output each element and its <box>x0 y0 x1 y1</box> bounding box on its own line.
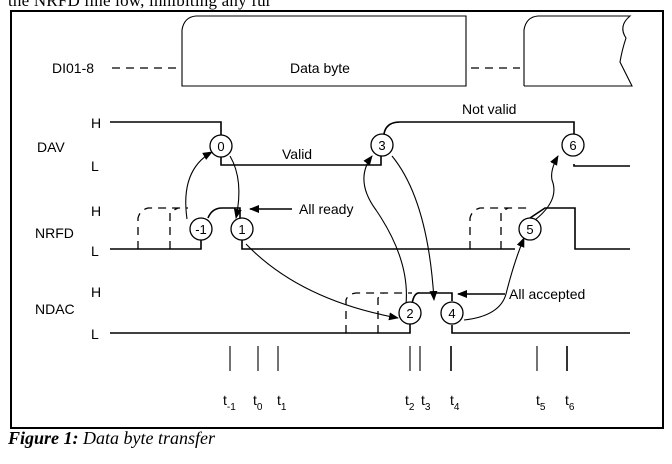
arrow-minus1-to-0 <box>185 151 213 220</box>
ndac-dashed-1 <box>345 292 412 333</box>
time-label-t2: t2 <box>405 392 415 413</box>
data-bus-label: DI01-8 <box>52 60 94 76</box>
event-3: 3 <box>370 133 394 157</box>
ndac-low-label: L <box>91 326 99 342</box>
arrow-2-to-3 <box>363 155 407 305</box>
event-5: 5 <box>518 217 542 241</box>
dav-waveform-a <box>110 121 382 166</box>
dav-low-label: L <box>91 158 99 174</box>
ndac-dashed-2 <box>377 292 385 333</box>
dav-waveform-c <box>573 164 630 167</box>
data-byte-box <box>181 15 467 87</box>
all-accepted-label: All accepted <box>509 286 585 302</box>
nrfd-waveform-a <box>110 240 202 250</box>
svg-text:0: 0 <box>217 139 224 154</box>
nrfd-dashed-4 <box>500 207 509 249</box>
header-cut-text: the NRFD line low, inhibiting any fur <box>8 0 272 10</box>
event-0: 0 <box>209 134 233 158</box>
nrfd-label: NRFD <box>35 225 74 241</box>
dav-not-valid-label: Not valid <box>462 101 516 117</box>
dav-valid-label: Valid <box>282 146 312 162</box>
figure-frame <box>10 10 664 429</box>
caption-prefix: Figure 1: <box>8 428 79 448</box>
time-label-t5: t5 <box>536 392 546 413</box>
arrow-4-to-5 <box>463 237 525 321</box>
event-minus1: -1 <box>189 217 213 241</box>
time-label-t4: t4 <box>450 392 460 413</box>
nrfd-high-label: H <box>91 203 101 219</box>
svg-text:3: 3 <box>378 138 385 153</box>
time-ticks <box>229 346 568 371</box>
arrow-1-to-2 <box>245 243 399 321</box>
ndac-high-label: H <box>91 284 101 300</box>
all-ready-label: All ready <box>299 201 353 217</box>
nrfd-dashed-1 <box>137 207 188 249</box>
arrow-0-to-1 <box>229 155 242 219</box>
arrow-3-to-4 <box>391 155 438 301</box>
svg-text:4: 4 <box>448 306 455 321</box>
time-label-t1: t1 <box>277 392 287 413</box>
time-label-t6: t6 <box>565 392 575 413</box>
arrow-5-to-6 <box>534 155 559 221</box>
dav-high-label: H <box>91 115 101 131</box>
svg-text:1: 1 <box>238 222 245 237</box>
time-label-t3: t3 <box>421 392 431 413</box>
event-6: 6 <box>561 133 585 157</box>
nrfd-dashed-2 <box>169 207 179 249</box>
svg-text:6: 6 <box>569 138 576 153</box>
event-1: 1 <box>230 217 254 241</box>
nrfd-waveform-d <box>529 207 630 250</box>
ndac-waveform-b <box>411 292 453 305</box>
next-data-byte-box <box>523 15 633 87</box>
event-2: 2 <box>398 301 422 325</box>
nrfd-waveform-b <box>207 207 241 219</box>
nrfd-dashed-3 <box>469 207 530 249</box>
dav-label: DAV <box>37 139 65 155</box>
time-label-t0: t0 <box>253 392 263 413</box>
svg-text:2: 2 <box>406 306 413 321</box>
ndac-waveform-a <box>110 323 411 334</box>
caption-text: Data byte transfer <box>83 428 216 448</box>
svg-text:-1: -1 <box>195 222 207 237</box>
figure-caption: Figure 1: Data byte transfer <box>8 428 215 449</box>
ndac-waveform-c <box>451 325 630 334</box>
time-label-t-minus1: t-1 <box>223 392 236 413</box>
dav-waveform-b <box>383 121 575 138</box>
data-byte-label: Data byte <box>290 60 350 76</box>
nrfd-waveform-c <box>241 240 515 250</box>
event-4: 4 <box>440 301 464 325</box>
ndac-label: NDAC <box>35 301 75 317</box>
nrfd-low-label: L <box>91 243 99 259</box>
svg-text:5: 5 <box>526 222 533 237</box>
